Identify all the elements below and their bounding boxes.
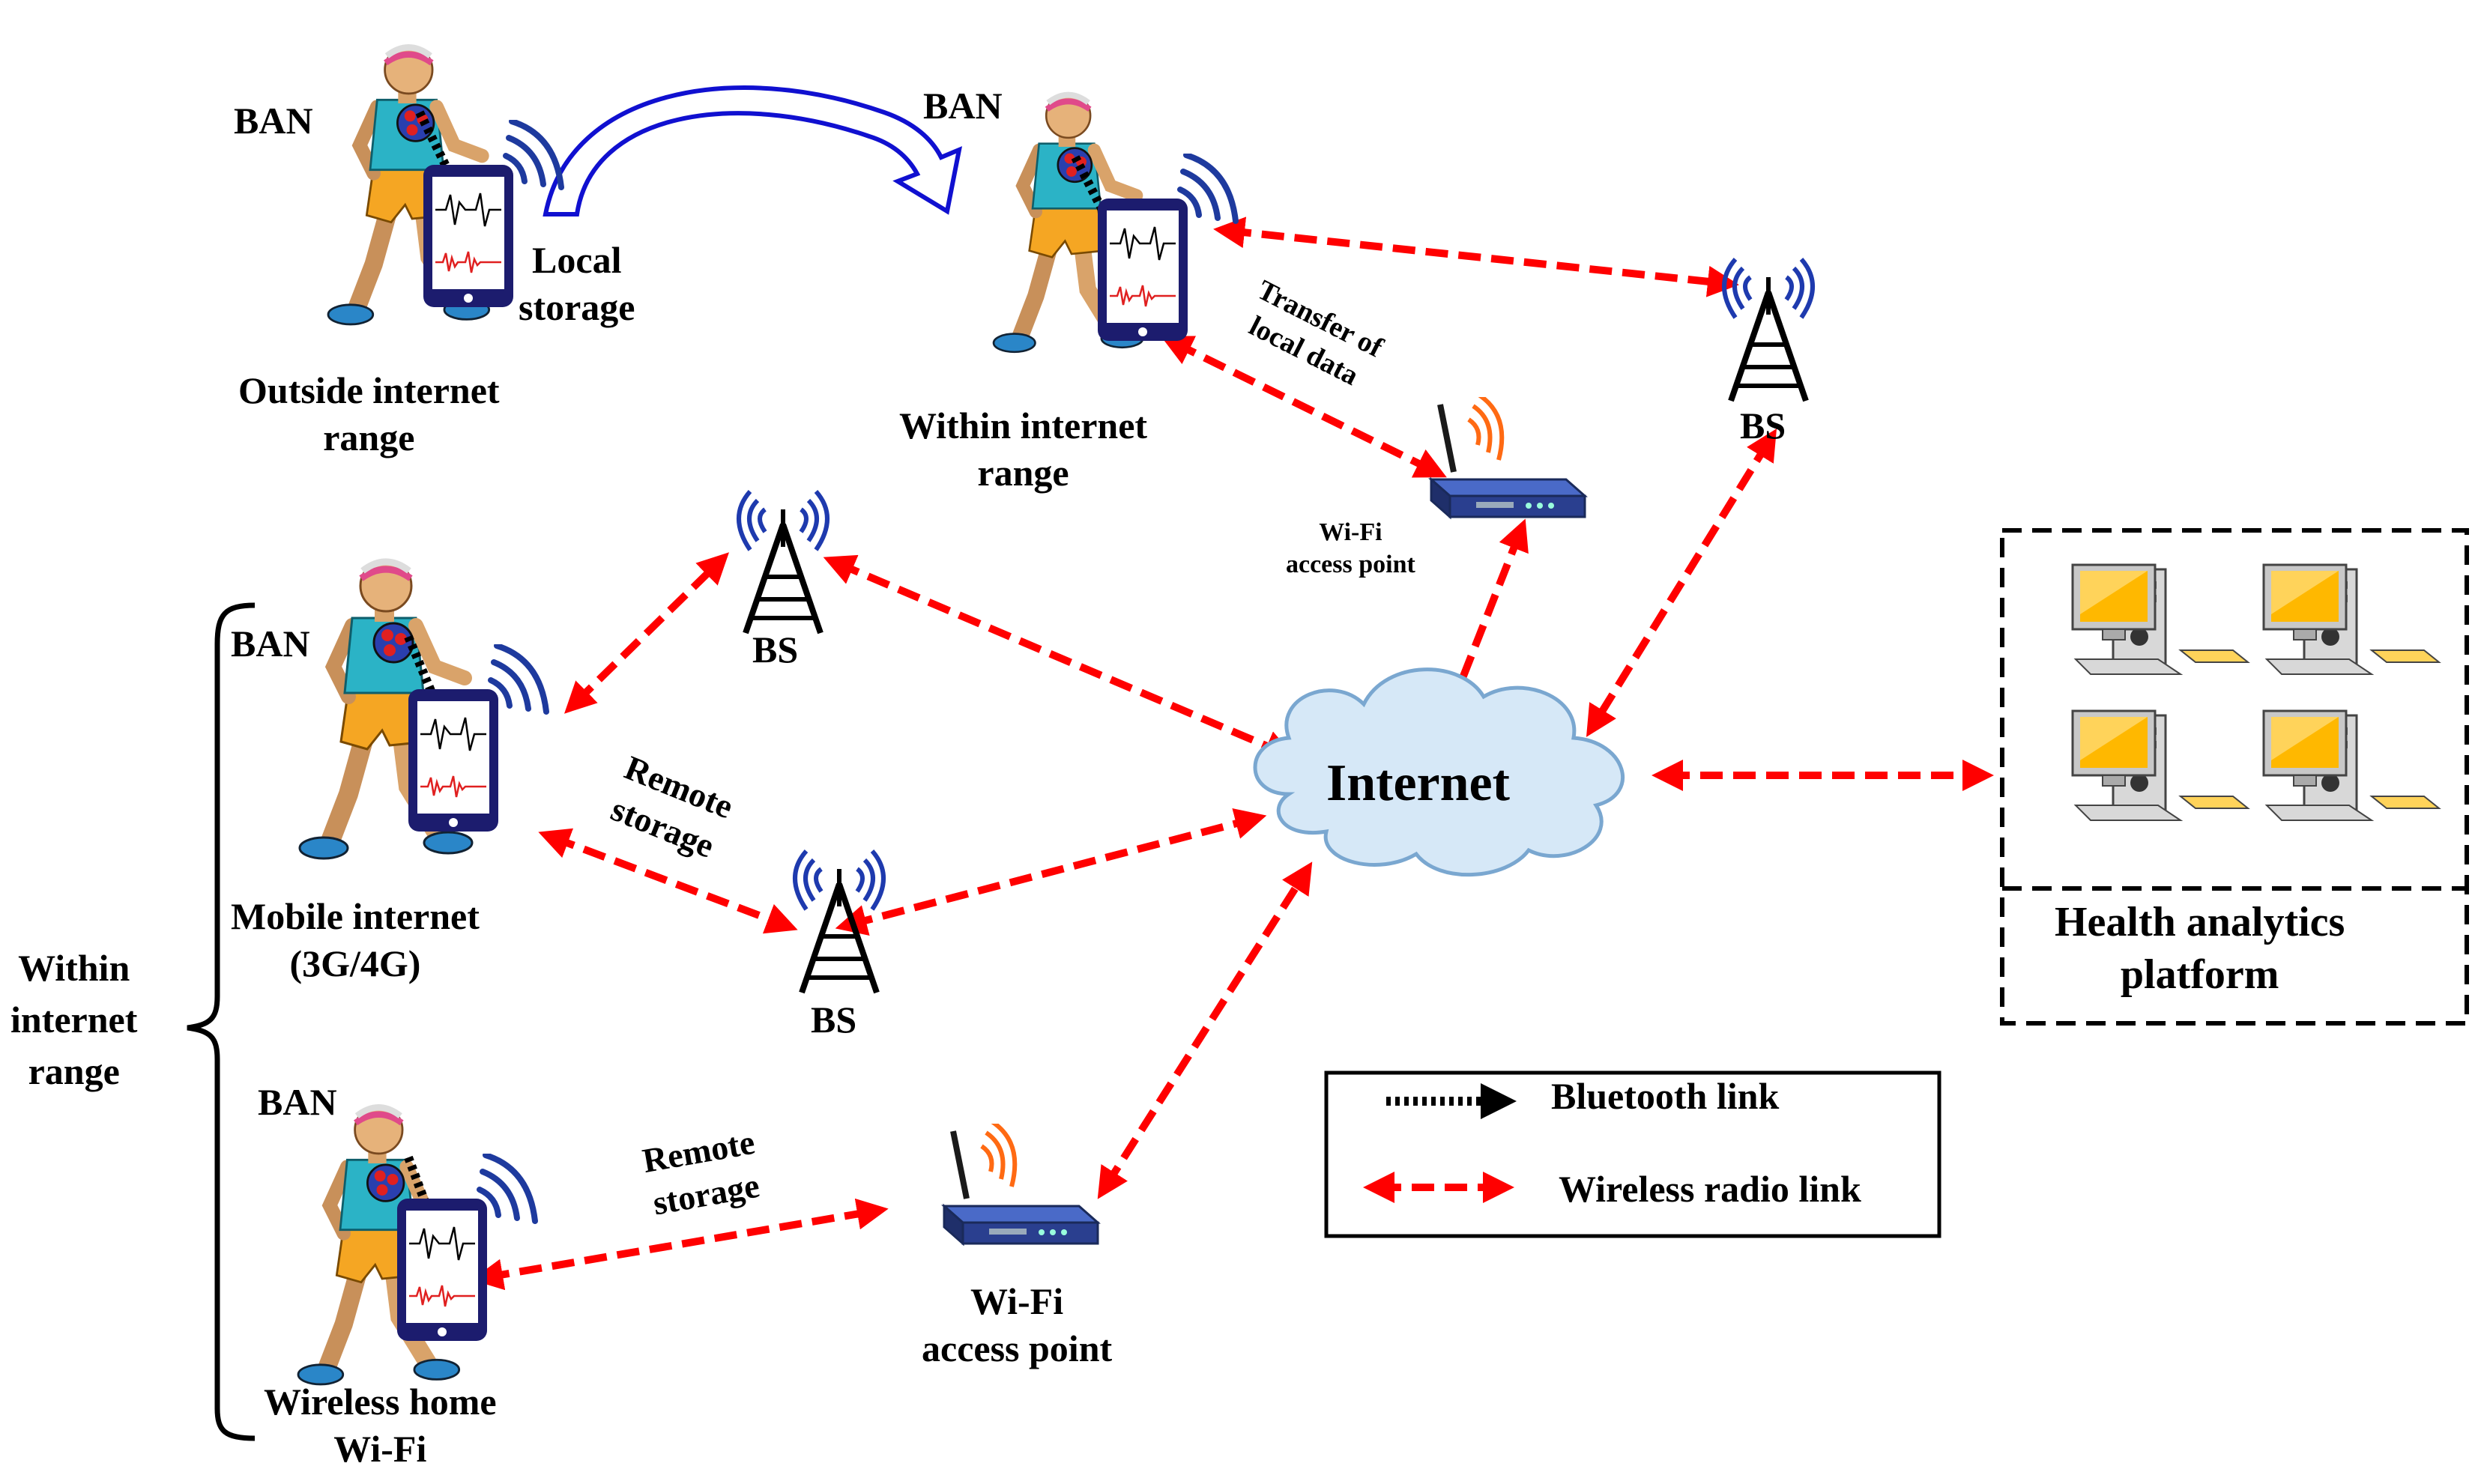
health-platform-box <box>2000 528 2469 1026</box>
internet-cloud <box>1253 667 1625 876</box>
bs-upper-icon <box>739 491 827 633</box>
bs-lower-label: BS <box>811 999 857 1041</box>
bs-right-icon <box>1724 259 1813 401</box>
ban-label-within-top: BAN <box>923 85 1003 127</box>
bs-upper-label: BS <box>752 629 799 670</box>
mobile-internet-label: Mobile internet(3G/4G) <box>231 895 480 984</box>
link-phone-mid-bs-lower <box>538 828 798 934</box>
link-phone-top-bs-right <box>1213 216 1739 297</box>
computer-icon <box>2262 709 2441 822</box>
computer-icon <box>2262 563 2441 676</box>
phone-mobile-internet <box>408 646 546 832</box>
legend-bluetooth-label: Bluetooth link <box>1551 1075 1780 1117</box>
wifi-router-bottom-icon <box>944 1121 1098 1244</box>
computer-icon <box>2071 709 2249 822</box>
ban-label-outside: BAN <box>234 100 313 142</box>
link-wifi-ap-bottom-internet <box>1097 861 1313 1199</box>
ban-label-mobile: BAN <box>231 623 310 664</box>
legend <box>1324 1070 1941 1238</box>
bs-right-label: BS <box>1740 405 1786 446</box>
legend-wireless-label: Wireless radio link <box>1559 1168 1861 1210</box>
link-bs-lower-internet <box>835 808 1267 936</box>
wifi-router-top-icon <box>1431 394 1585 517</box>
local-storage-arrow <box>543 85 963 216</box>
link-bs-upper-internet <box>823 554 1296 761</box>
link-phone-mid-bs-upper <box>563 552 730 714</box>
ban-label-home: BAN <box>258 1081 337 1123</box>
link-phone-bottom-wifi-ap <box>471 1198 889 1291</box>
link-bs-right-internet <box>1586 428 1777 737</box>
wireless-links <box>471 216 1994 1291</box>
link-phone-top-wifi-ap <box>1161 336 1447 478</box>
computer-icon <box>2071 563 2249 676</box>
within-range-brace <box>187 602 256 1441</box>
internet-label: Internet <box>1326 754 1510 812</box>
